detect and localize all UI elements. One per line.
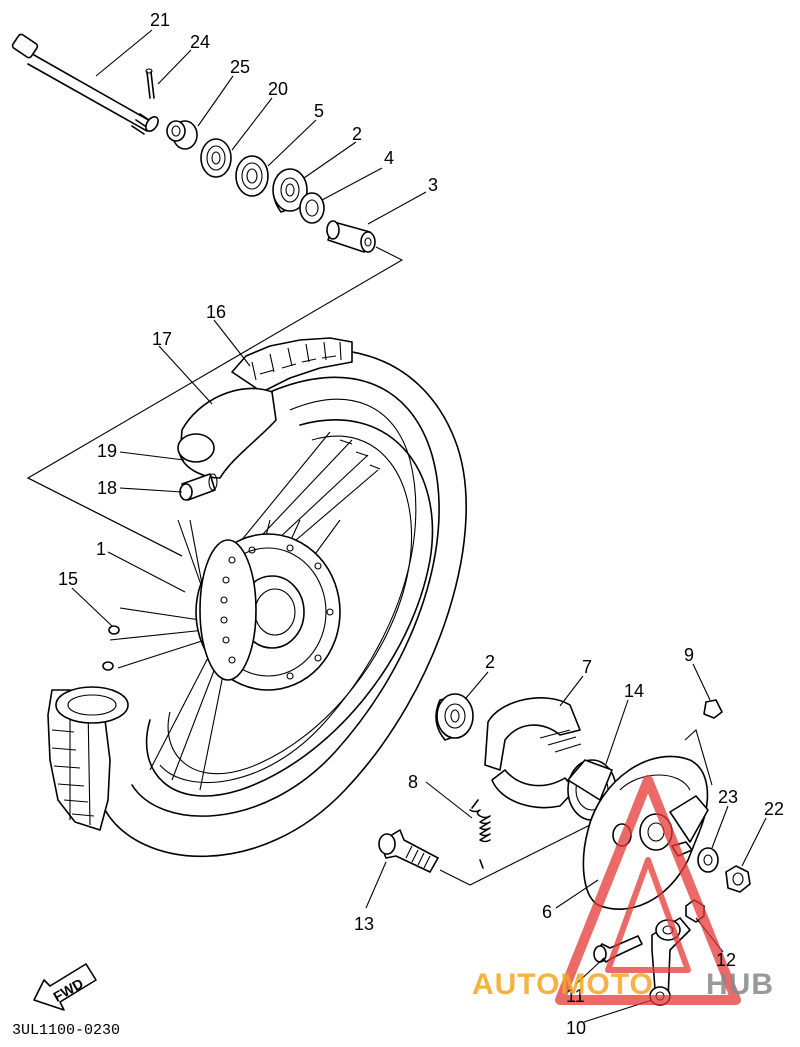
tire-part (47, 337, 467, 858)
cotter-pin-part (145, 68, 155, 99)
callout-14: 14 (624, 681, 644, 701)
spacer-part (326, 220, 376, 253)
callout-2-top: 2 (352, 124, 362, 144)
callout-18: 18 (97, 478, 117, 498)
oil-seal-part (200, 138, 232, 178)
callout-13: 13 (354, 914, 374, 934)
bearing-2-top-part (272, 168, 308, 213)
callout-17: 17 (152, 329, 172, 349)
callout-4: 4 (384, 148, 394, 168)
callout-9: 9 (684, 645, 694, 665)
spring-part (469, 799, 491, 869)
wheel-rim-part (109, 419, 434, 797)
watermark-part1: AUTOMOTO (472, 968, 654, 1001)
callout-19: 19 (97, 441, 117, 461)
leader-lines (71, 29, 767, 1023)
callout-7: 7 (582, 657, 592, 677)
watermark-part2: HUB (706, 968, 774, 1001)
callout-11: 11 (566, 986, 585, 1006)
inner-tube-part (177, 387, 277, 479)
callout-15: 15 (58, 569, 78, 589)
collar-part (166, 120, 198, 150)
callout-10: 10 (566, 1018, 586, 1038)
fwd-arrow: FWD (33, 963, 97, 1011)
callout-2-lower: 2 (485, 652, 495, 672)
callout-25: 25 (230, 57, 250, 77)
callout-20: 20 (268, 79, 288, 99)
bolt-part (593, 935, 643, 963)
axle-part (11, 33, 159, 135)
camshaft-part (378, 829, 439, 873)
cap-part (703, 699, 723, 719)
callout-16: 16 (206, 302, 226, 322)
reference-line-bottom (439, 824, 591, 886)
callout-21: 21 (150, 10, 170, 30)
bearing-5-part (235, 155, 269, 197)
washer-part (697, 847, 719, 873)
nut-part (725, 865, 751, 893)
reference-line-right (684, 729, 713, 786)
valve-part (179, 473, 218, 501)
callout-labels: 21 24 25 20 5 2 4 3 16 17 19 18 1 15 2 7… (58, 10, 784, 1038)
callout-24: 24 (190, 32, 210, 52)
callout-8: 8 (408, 772, 418, 792)
callout-3: 3 (428, 175, 438, 195)
callout-6: 6 (542, 902, 552, 922)
drawing-code: 3UL1100-0230 (12, 1022, 120, 1039)
wheel-hub-part (195, 533, 341, 691)
watermark-logo (555, 775, 741, 1005)
bearing-2-lower-part (435, 693, 474, 741)
callout-22: 22 (764, 799, 784, 819)
brake-shoe-part (484, 697, 582, 809)
watermark-text: AUTOMOTO HUB (472, 968, 774, 1001)
callout-23: 23 (718, 787, 738, 807)
reference-line-left (27, 477, 183, 557)
spoke-nipple-part (102, 625, 120, 671)
callout-1: 1 (96, 539, 106, 559)
circlip-part (299, 192, 325, 224)
callout-12: 12 (716, 950, 736, 970)
callout-5: 5 (314, 101, 324, 121)
